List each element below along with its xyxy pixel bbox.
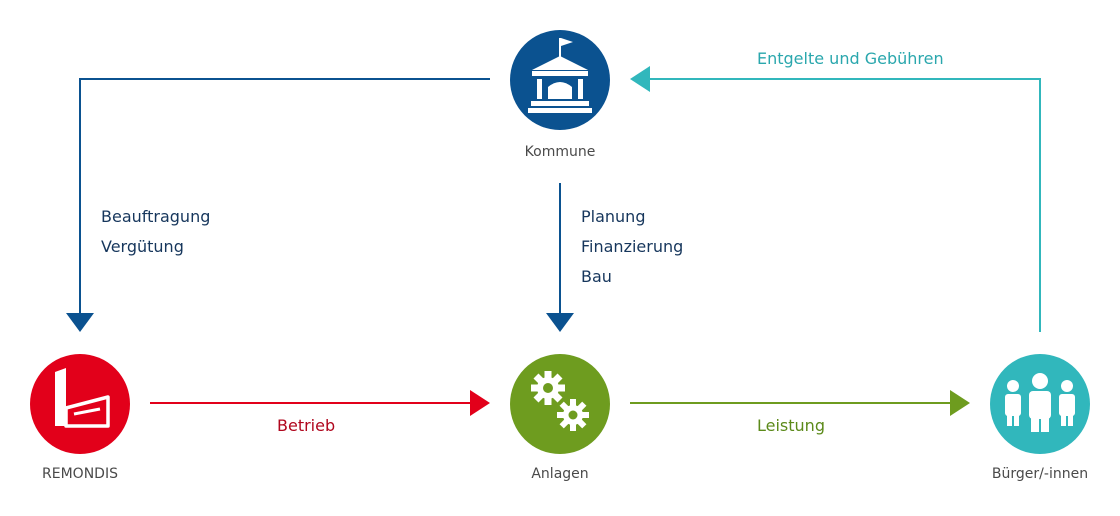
node-anlagen [510,354,610,454]
arrowhead-anlagen-top [546,313,574,332]
flow-text-planung: Planung [581,207,646,226]
flow-label-betrieb: Betrieb [277,416,336,435]
flow-label-entgelte: Entgelte und Gebühren [757,49,944,68]
gears-icon [531,371,589,431]
arrowhead-anlagen-left [470,390,490,416]
node-remondis [30,354,130,454]
buerger-label: Bürger/-innen [991,466,1089,482]
town-hall-icon [528,38,592,113]
arrowhead-buerger [950,390,970,416]
flow-text-finanzierung: Finanzierung [581,237,684,256]
arrow-buerger-to-kommune [648,78,1041,332]
people-icon [1005,373,1075,432]
arrowhead-kommune [630,66,650,92]
remondis-label: REMONDIS [42,466,118,482]
arrow-kommune-to-remondis [79,78,490,314]
flow-label-kommune-remondis: Beauftragung Vergütung [101,202,210,262]
flow-label-kommune-anlagen: Planung Finanzierung Bau [581,202,683,292]
flow-text-bau: Bau [581,267,612,286]
flow-text-verguetung: Vergütung [101,237,184,256]
factory-icon [55,368,110,428]
flow-text-beauftragung: Beauftragung [101,207,211,226]
node-buerger [990,354,1090,454]
anlagen-label: Anlagen [531,466,589,482]
arrowhead-remondis [66,313,94,332]
flow-label-leistung: Leistung [757,416,825,435]
kommune-label: Kommune [524,144,596,160]
node-kommune [510,30,610,130]
